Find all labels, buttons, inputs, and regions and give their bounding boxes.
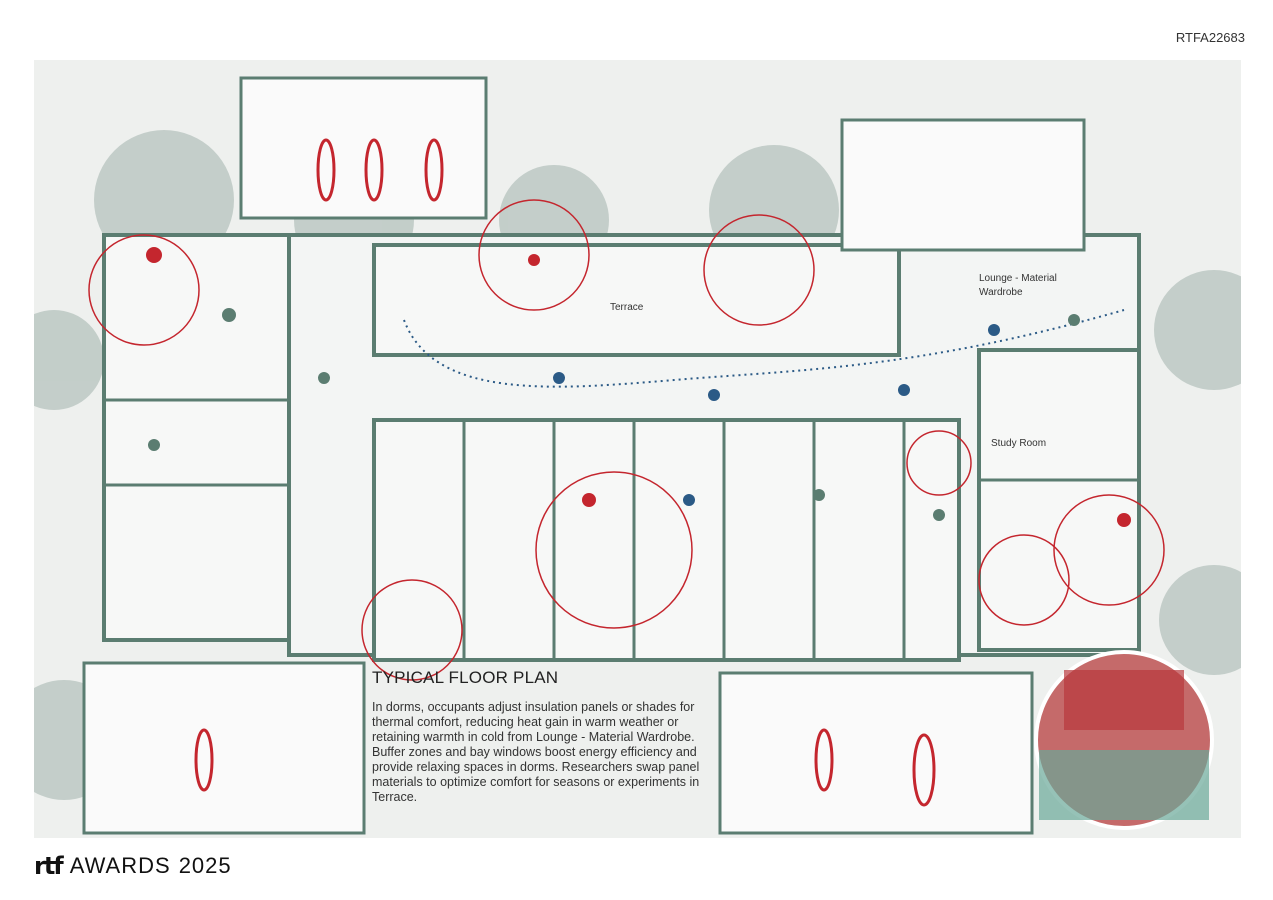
photo-circle: [1034, 650, 1214, 830]
lounge-label: Lounge - Material Wardrobe: [979, 273, 1057, 298]
footer-logo: rtf AWARDS 2025: [34, 852, 232, 880]
blue-figures: [553, 324, 1000, 506]
partitions: [104, 398, 1139, 660]
rtf-logo: rtf: [34, 852, 64, 880]
inset-figures: [194, 138, 936, 807]
tree: [34, 310, 104, 410]
inset-top-right: [840, 118, 1086, 252]
inset-bottom-right: [718, 671, 1034, 835]
west-wing: [102, 233, 291, 642]
awards-label: AWARDS: [69, 853, 171, 878]
page-title: TYPICAL FLOOR PLAN: [372, 668, 559, 687]
inset-views: [82, 76, 1086, 835]
tree: [1159, 565, 1241, 675]
study-room-label: Study Room: [991, 438, 1047, 449]
awards-year: 2025: [178, 853, 232, 878]
inset-bottom-left: [82, 661, 366, 835]
red-figures: [146, 247, 1131, 527]
floor-plan-board: Terrace Lounge - Material Wardrobe Study…: [34, 60, 1241, 838]
terrace-label: Terrace: [610, 302, 644, 313]
study-block: [977, 348, 1141, 652]
project-code: RTFA22683: [1175, 30, 1245, 45]
tree: [1154, 270, 1241, 390]
green-figures: [148, 308, 1080, 521]
circulation-path: [403, 309, 1125, 388]
terrace-block: [372, 243, 901, 357]
building: [102, 233, 1141, 662]
description: In dorms, occupants adjust insulation pa…: [372, 700, 700, 804]
dorm-block: [372, 418, 961, 662]
floor-plan-drawing: [34, 76, 1241, 835]
inset-top-left: [239, 76, 488, 220]
highlight-circles: [88, 199, 1165, 681]
